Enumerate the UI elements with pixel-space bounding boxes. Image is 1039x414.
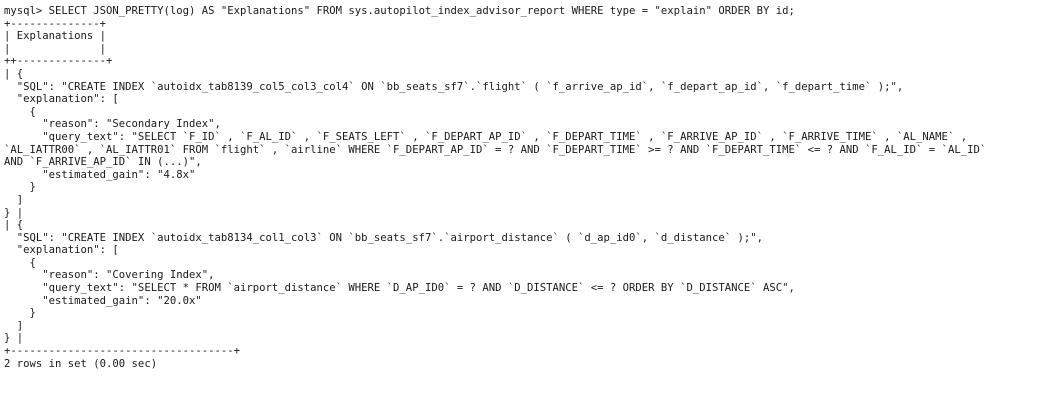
table-header-blank: | | (4, 42, 107, 55)
result-line: } (4, 307, 36, 320)
result-line: ] (4, 193, 24, 206)
result-line: `AL_IATTR00` , `AL_IATTR01` FROM `flight… (4, 143, 987, 156)
result-line: { (4, 256, 36, 269)
result-line: "query_text": "SELECT * FROM `airport_di… (4, 282, 795, 295)
result-line: { (4, 105, 36, 118)
result-line: ] (4, 319, 24, 332)
result-line: "SQL": "CREATE INDEX `autoidx_tab8134_co… (4, 231, 763, 244)
result-line: } | (4, 332, 24, 345)
table-header-separator: ++--------------+ (4, 55, 113, 68)
row-count-status: 2 rows in set (0.00 sec) (4, 357, 158, 370)
result-line: "reason": "Secondary Index", (4, 118, 221, 131)
result-line: AND `F_ARRIVE_AP_ID` IN (...)", (4, 156, 202, 169)
result-line: | { (4, 67, 24, 80)
result-line: | { (4, 219, 24, 232)
result-line: } | (4, 206, 24, 219)
command-line: mysql> SELECT JSON_PRETTY(log) AS "Expla… (4, 5, 795, 17)
result-line: "SQL": "CREATE INDEX `autoidx_tab8139_co… (4, 80, 904, 93)
result-line: "estimated_gain": "20.0x" (4, 294, 202, 307)
result-line: "estimated_gain": "4.8x" (4, 168, 196, 181)
result-line: "explanation": [ (4, 93, 119, 106)
result-line: "query_text": "SELECT `F_ID` , `F_AL_ID`… (4, 130, 968, 143)
result-line: } (4, 181, 36, 194)
table-header: | Explanations | (4, 30, 107, 43)
table-border-top: +--------------+ (4, 17, 107, 30)
table-border-bottom: +-----------------------------------+ (4, 345, 240, 358)
result-line: "explanation": [ (4, 244, 119, 257)
result-line: "reason": "Covering Index", (4, 269, 215, 282)
